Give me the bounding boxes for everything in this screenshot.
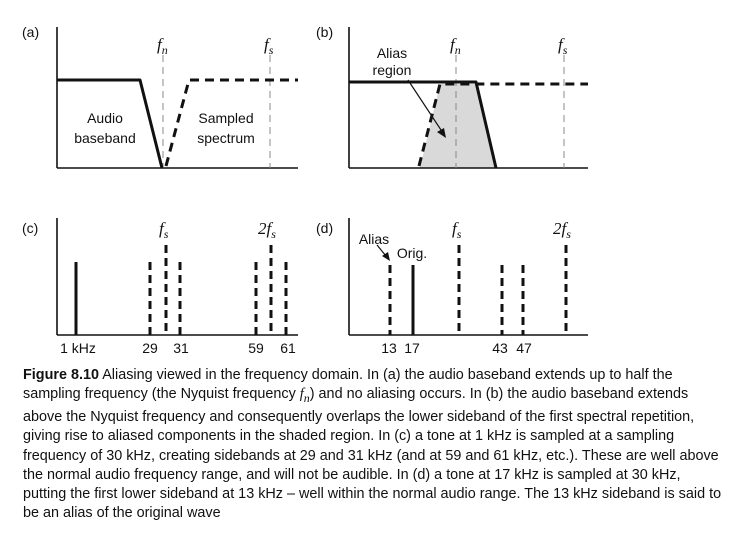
panel-d-tick-13: 13 xyxy=(381,340,397,356)
panel-d-2fs-label: 2fs xyxy=(553,219,571,241)
panel-b-alias-shade xyxy=(420,84,496,168)
panel-d-alias-arrow-line xyxy=(376,244,387,257)
panel-a-baseband-curve xyxy=(57,78,164,169)
panel-d-fs-label: fs xyxy=(452,219,462,241)
caption-text-2: ) and no aliasing occurs. In (b) the aud… xyxy=(23,386,722,522)
panel-c-2fs-label: 2fs xyxy=(258,219,276,241)
panel-d-orig-label: Orig. xyxy=(397,245,427,261)
panel-a: (a) fn fs Audio baseband Sampled spectru… xyxy=(22,24,298,169)
panel-c-tick-31: 31 xyxy=(173,340,189,356)
panel-d-tick-47: 47 xyxy=(516,340,532,356)
panel-d: (d) Alias Orig. fs 2fs 13 17 43 47 xyxy=(316,218,588,356)
panel-a-fn-label: fn xyxy=(157,35,168,57)
panel-d-alias-arrowhead xyxy=(382,252,390,261)
panel-a-sampled-label-1: Sampled xyxy=(198,110,253,126)
panel-b-alias-label-1: Alias xyxy=(377,45,407,61)
panel-b-fs-label: fs xyxy=(558,35,568,57)
panel-c-tick-61: 61 xyxy=(280,340,296,356)
panel-c-fs-label: fs xyxy=(159,219,169,241)
caption-nyquist-symbol: fn xyxy=(299,386,310,406)
panel-b-baseband-curve xyxy=(349,80,498,169)
panel-b-label: (b) xyxy=(316,24,333,40)
panel-b-fn-label: fn xyxy=(450,35,461,57)
caption-text-1: Aliasing viewed in the frequency domain.… xyxy=(23,367,673,403)
caption-label: Figure 8.10 xyxy=(23,367,99,383)
panel-b: (b) fn fs Alias region xyxy=(316,24,588,169)
panel-a-label: (a) xyxy=(22,24,39,40)
panel-c-label: (c) xyxy=(22,220,38,236)
panel-c: (c) fs 2fs 1 kHz 29 31 59 61 xyxy=(22,218,298,356)
panel-c-tick-29: 29 xyxy=(142,340,158,356)
figure-caption: Figure 8.10 Aliasing viewed in the frequ… xyxy=(23,366,723,524)
aliasing-figure: (a) fn fs Audio baseband Sampled spectru… xyxy=(22,24,588,356)
panel-b-alias-arrowhead xyxy=(437,128,446,138)
panel-b-alias-label-2: region xyxy=(373,62,412,78)
panel-a-fs-label: fs xyxy=(264,35,274,57)
panel-c-tick-1khz: 1 kHz xyxy=(60,340,96,356)
panel-d-tick-17: 17 xyxy=(404,340,420,356)
panel-d-tick-43: 43 xyxy=(492,340,508,356)
panel-b-sampled-curve xyxy=(417,82,588,167)
panel-c-tick-59: 59 xyxy=(248,340,264,356)
panel-a-audio-label-2: baseband xyxy=(74,130,136,146)
panel-d-alias-label: Alias xyxy=(359,231,389,247)
panel-a-audio-label-1: Audio xyxy=(87,110,123,126)
panel-d-label: (d) xyxy=(316,220,333,236)
panel-b-alias-arrow-line xyxy=(407,79,444,134)
panel-a-sampled-label-2: spectrum xyxy=(197,130,255,146)
